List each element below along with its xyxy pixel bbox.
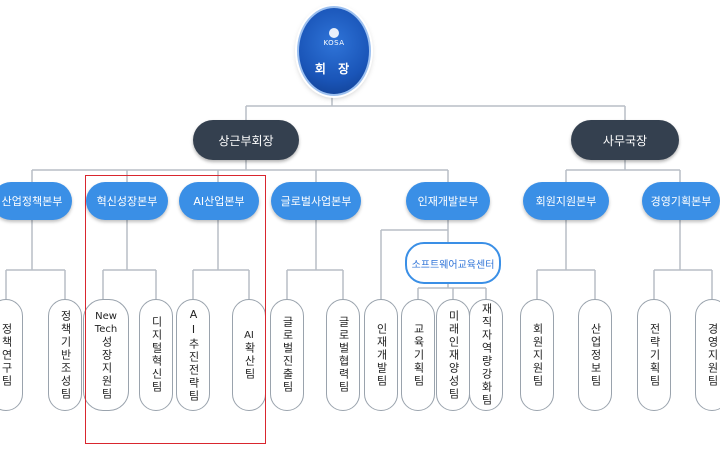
ceo-title: 회 장 [314,62,354,76]
team-ai-spread[interactable]: AI 확산팀 [232,299,266,411]
team-education-planning[interactable]: 교육기획팀 [401,299,435,411]
division-innovation-growth[interactable]: 혁신성장본부 [86,182,168,220]
team-policy-research[interactable]: 정책연구팀 [0,299,23,411]
division-management-planning[interactable]: 경영기획본부 [642,182,720,220]
team-member-support[interactable]: 회원지원팀 [520,299,554,411]
highlight-box [85,175,266,444]
division-industry-policy[interactable]: 산업정책본부 [0,182,72,220]
kosa-logo: KOSA [315,28,353,48]
team-industry-info[interactable]: 산업정보팀 [578,299,612,411]
kosa-emblem-icon [329,28,339,38]
sw-education-center[interactable]: 소프트웨어교육센터 [405,242,501,284]
division-talent-development[interactable]: 인재개발본부 [406,182,490,220]
newtech-rest: 성장지원팀 [100,335,113,401]
team-reskilling[interactable]: 재직자역량강화팀 [469,299,503,411]
team-policy-base[interactable]: 정책기반조성팀 [48,299,82,411]
secretary-general-node[interactable]: 사무국장 [571,120,679,160]
team-management-support[interactable]: 경영지원팀 [695,299,720,411]
division-ai-industry[interactable]: AI산업본부 [179,182,259,220]
ai-spread-prefix: AI [244,330,254,341]
ai-spread-rest: 확산팀 [243,342,256,381]
team-talent-development[interactable]: 인재개발팀 [364,299,398,411]
team-future-talent[interactable]: 미래인재양성팀 [436,299,470,411]
newtech-line1: New [95,310,117,322]
kosa-logo-text: KOSA [323,39,345,47]
team-global-expansion[interactable]: 글로벌진출팀 [270,299,304,411]
team-strategy-planning[interactable]: 전략기획팀 [637,299,671,411]
team-digital-innovation[interactable]: 디지털혁신팀 [139,299,173,411]
team-global-cooperation[interactable]: 글로벌협력팀 [326,299,360,411]
vice-chair-node[interactable]: 상근부회장 [193,120,299,160]
team-ai-strategy[interactable]: AI추진전략팀 [176,299,210,411]
team-newtech-growth[interactable]: New Tech 성장지원팀 [83,299,129,411]
ceo-node[interactable]: KOSA 회 장 [297,6,371,96]
division-member-support[interactable]: 회원지원본부 [523,182,609,220]
division-global-business[interactable]: 글로벌사업본부 [271,182,361,220]
newtech-line2: Tech [94,323,118,335]
